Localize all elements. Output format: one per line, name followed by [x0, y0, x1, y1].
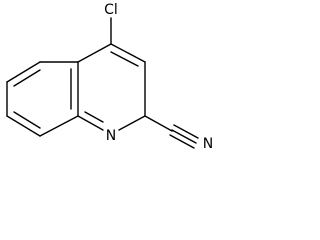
double-bond-c7-c8 [13, 111, 41, 129]
bond-c4a-c4 [77, 43, 112, 63]
triple-bond-lower [169, 134, 195, 149]
ring-nitrogen-atom-label: N [106, 128, 116, 144]
structure-canvas: Cl N N [0, 0, 220, 158]
triple-bond-middle [171, 129, 197, 144]
bond-c8-c8a [39, 115, 79, 137]
bond-n1-c8a [77, 115, 104, 131]
bond-c4-c3 [110, 43, 146, 63]
double-bond-c4-c3 [110, 51, 139, 67]
bond-c2-n1 [118, 115, 146, 131]
double-bond-n1-c8a [84, 111, 104, 123]
double-bond-c5-c6 [13, 69, 41, 87]
bond-c5-c6 [6, 61, 41, 83]
nitrile-nitrogen-atom-label: N [203, 136, 213, 152]
bond-c2-cn [144, 115, 173, 132]
chlorine-atom-label: Cl [104, 2, 118, 18]
chemical-structure-diagram: Cl N N [6, 2, 213, 152]
bond-c7-c8 [6, 115, 41, 137]
triple-bond-upper [173, 124, 199, 139]
